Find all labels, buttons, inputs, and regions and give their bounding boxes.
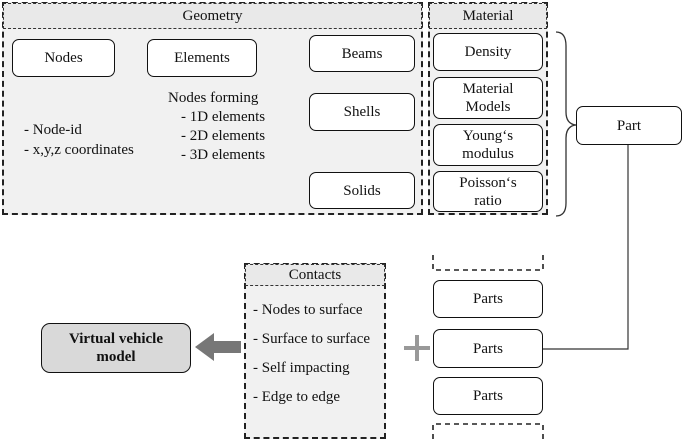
- part-to-parts-line: [543, 145, 629, 350]
- parts-box-3: Parts: [433, 377, 543, 415]
- plus-icon: [404, 335, 430, 361]
- nodes-label: Nodes: [44, 50, 83, 66]
- part-label: Part: [616, 117, 642, 134]
- density-box: Density: [433, 33, 543, 71]
- nodes-forming-text: Nodes forming: [168, 90, 259, 106]
- contacts-title: Contacts: [288, 267, 342, 283]
- geometry-header: Geometry: [3, 3, 422, 29]
- density-label: Density: [464, 44, 512, 60]
- poissons-ratio-label: Poisson‘s ratio: [459, 174, 517, 209]
- contact-edge-to-edge: - Edge to edge: [253, 389, 341, 405]
- elements-3d-text: - 3D elements: [181, 147, 266, 163]
- parts-label-1: Parts: [473, 291, 503, 307]
- shells-box: Shells: [309, 93, 415, 131]
- big-arrow-icon: [195, 333, 241, 361]
- parts-box-2: Parts: [433, 329, 543, 368]
- material-header: Material: [429, 3, 547, 29]
- contacts-group: [244, 263, 386, 439]
- youngs-modulus-label: Young‘s modulus: [462, 128, 514, 162]
- poissons-ratio-box: Poisson‘s ratio: [433, 171, 543, 212]
- elements-1d-text: - 1D elements: [181, 109, 266, 125]
- contact-nodes-to-surface: - Nodes to surface: [253, 302, 363, 318]
- parts-box-1: Parts: [433, 280, 543, 318]
- shells-label: Shells: [343, 104, 381, 120]
- node-coordinates-text: - x,y,z coordinates: [24, 142, 134, 158]
- elements-label: Elements: [174, 50, 230, 66]
- virtual-vehicle-label: Virtual vehicle model: [68, 331, 163, 365]
- virtual-vehicle-box: Virtual vehicle model: [41, 323, 191, 373]
- solids-label: Solids: [343, 182, 381, 199]
- material-models-label: Material Models: [462, 81, 514, 115]
- parts-placeholder-top: [432, 255, 544, 271]
- contact-surface-to-surface: - Surface to surface: [253, 331, 371, 347]
- solids-box: Solids: [309, 172, 415, 209]
- beams-box: Beams: [309, 35, 415, 72]
- part-box: Part: [576, 106, 682, 145]
- material-title: Material: [462, 8, 514, 24]
- contact-self-impacting: - Self impacting: [253, 360, 350, 376]
- elements-box: Elements: [147, 39, 257, 77]
- nodes-box: Nodes: [12, 39, 115, 77]
- contacts-header: Contacts: [245, 264, 385, 286]
- youngs-modulus-box: Young‘s modulus: [433, 124, 543, 166]
- node-id-text: - Node-id: [24, 122, 82, 138]
- parts-label-2: Parts: [473, 340, 503, 357]
- parts-label-3: Parts: [473, 388, 503, 404]
- material-brace: [555, 31, 577, 217]
- elements-2d-text: - 2D elements: [181, 128, 266, 144]
- parts-placeholder-bottom: [432, 423, 544, 439]
- geometry-title: Geometry: [182, 8, 243, 24]
- material-models-box: Material Models: [433, 77, 543, 119]
- beams-label: Beams: [341, 45, 383, 62]
